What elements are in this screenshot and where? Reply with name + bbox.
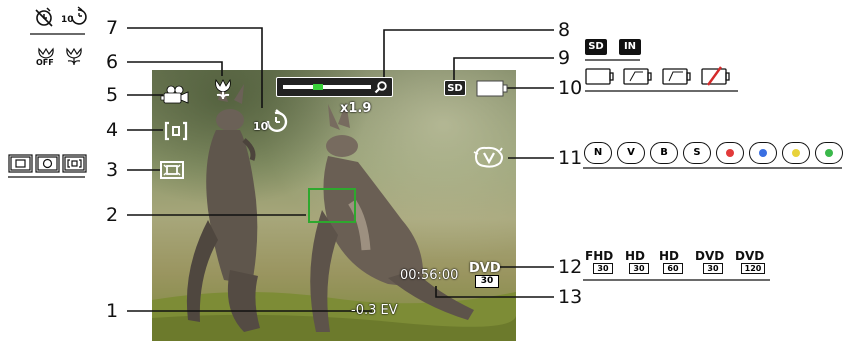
zoom-magnifier-icon [374, 81, 387, 94]
effect-yellow-icon [782, 142, 810, 164]
leader-6 [127, 61, 223, 76]
storage-sd-label: SD [588, 41, 604, 52]
timer-off-icon [35, 7, 53, 27]
sd-card-label: SD [447, 83, 463, 94]
effect-blue-icon [749, 142, 777, 164]
callout-12: 12 [558, 256, 583, 278]
callout-11: 11 [558, 147, 583, 169]
movie-mode-icon [160, 85, 189, 104]
leader-9 [453, 57, 554, 80]
video-hd30-icon: HD 30 [625, 250, 655, 274]
callout-6: 6 [106, 51, 119, 73]
video-hd30-top: HD [625, 249, 646, 263]
zoom-ratio: x1.9 [340, 101, 372, 116]
video-fhd30-bottom: 30 [593, 263, 613, 274]
timer-10s-icon [71, 6, 87, 25]
effect-normal-icon: N [584, 142, 612, 164]
video-dvd120-top: DVD [735, 249, 765, 263]
callout-10: 10 [558, 77, 583, 99]
self-timer-icon [266, 109, 288, 132]
callout-2: 2 [106, 204, 119, 226]
self-timer-value: 10 [253, 120, 269, 133]
video-size-options: FHD 30 HD 30 HD 60 DVD 30 DVD 120 [585, 250, 775, 280]
exposure-value: -0.3 EV [351, 303, 398, 318]
macro-off-icon [38, 47, 54, 59]
video-fhd30-top: FHD [585, 249, 614, 263]
video-dvd120-bottom: 120 [741, 263, 765, 274]
video-hd60-top: HD [659, 249, 680, 263]
callout-5: 5 [106, 84, 119, 106]
callout-4: 4 [106, 119, 119, 141]
timer-10s-label: 10 [61, 15, 74, 25]
zoom-track [283, 85, 371, 89]
storage-sd-icon: SD [585, 39, 607, 55]
callout-8: 8 [558, 19, 571, 41]
metering-options-icons [8, 154, 87, 173]
video-fhd30-icon: FHD 30 [585, 250, 615, 274]
video-dvd30-top: DVD [695, 249, 725, 263]
video-dvd30-icon: DVD 30 [695, 250, 729, 274]
effect-normal-label: N [593, 147, 603, 158]
effect-bw-icon: B [650, 142, 678, 164]
callout-13: 13 [558, 286, 583, 308]
macro-on-icon [66, 47, 82, 66]
effect-vivid-icon: V [617, 142, 645, 164]
video-dvd120-icon: DVD 120 [735, 250, 771, 274]
callout-1: 1 [106, 300, 119, 322]
leader-13 [435, 286, 554, 298]
focus-frame [308, 188, 356, 223]
video-hd30-bottom: 30 [629, 263, 649, 274]
macro-off-label: OFF [36, 58, 54, 67]
video-hd60-icon: HD 60 [659, 250, 689, 274]
color-effect-icon [473, 146, 503, 168]
sd-card-indicator: SD [444, 80, 466, 96]
effect-sepia-label: S [693, 147, 701, 158]
leader-8 [383, 29, 554, 80]
callout-9: 9 [558, 47, 571, 69]
effect-green-icon [815, 142, 843, 164]
recordable-time: 00:56:00 [400, 268, 459, 283]
callout-7: 7 [106, 17, 119, 39]
storage-internal-label: IN [623, 41, 637, 52]
video-size-bottom: 30 [475, 275, 499, 288]
zoom-position [313, 84, 323, 90]
battery-levels-icons [585, 66, 730, 86]
color-effect-options: N V B S [584, 142, 844, 166]
zoom-bar [276, 77, 393, 97]
leader-7 [127, 27, 263, 108]
video-size-indicator: DVD 30 [469, 262, 501, 288]
video-dvd30-bottom: 30 [703, 263, 723, 274]
callout-3: 3 [106, 159, 119, 181]
effect-bw-label: B [660, 147, 668, 158]
video-hd60-bottom: 60 [663, 263, 683, 274]
effect-vivid-label: V [627, 147, 635, 158]
storage-internal-icon: IN [619, 39, 641, 55]
metering-icon [160, 161, 184, 179]
battery-icon [476, 80, 508, 97]
effect-sepia-icon: S [683, 142, 711, 164]
macro-icon [215, 78, 231, 100]
continuous-af-icon [164, 121, 188, 141]
preview-photo [152, 70, 516, 341]
video-size-top: DVD [469, 261, 501, 276]
effect-red-icon [716, 142, 744, 164]
